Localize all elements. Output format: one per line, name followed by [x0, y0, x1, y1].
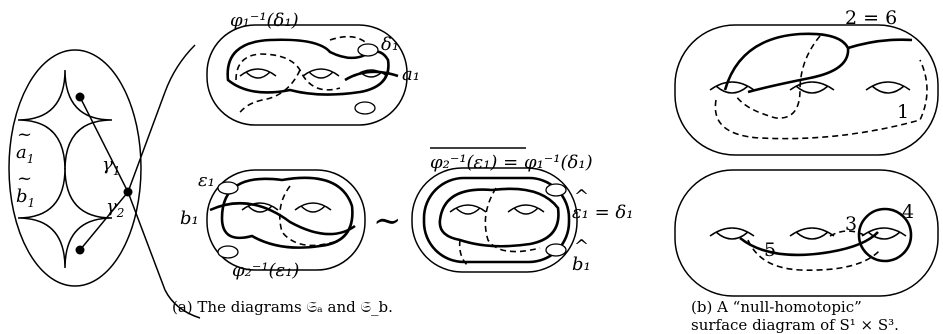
- top-surface-outline: [206, 24, 408, 126]
- br-b1-label: b₁: [572, 254, 591, 275]
- b-top-label-1: 1: [897, 101, 909, 123]
- top-disk-2: [354, 101, 376, 115]
- top-curve-dashed: [235, 53, 341, 91]
- bl-surface-outline: [206, 169, 366, 271]
- br-hole-2: [507, 204, 545, 215]
- top-hole-1: [239, 68, 277, 79]
- top-hole-2: [302, 68, 340, 79]
- b-bot-hole-1: [709, 227, 755, 240]
- b1-label: b1: [16, 186, 35, 210]
- br-disk-2: [545, 243, 567, 257]
- br-surface-outline-outer: [411, 167, 578, 273]
- a1-label: a1: [16, 142, 34, 166]
- b-bot-dashed-3: [829, 230, 867, 237]
- connector-top: [127, 91, 166, 193]
- bottom-left-surface-diagram: ε₁ b₁ φ₂⁻¹(ε₁): [180, 169, 366, 281]
- b-top-hole-1: [709, 81, 755, 94]
- br-curve-dashed: [484, 187, 541, 253]
- b-bot-hole-2: [789, 227, 835, 240]
- gamma1-label: γ1: [102, 154, 120, 178]
- bl-disk-2: [217, 245, 239, 259]
- gamma2-label: γ2: [106, 196, 124, 220]
- connector-bottom: [127, 191, 166, 291]
- lower-astroid: [17, 167, 113, 269]
- panel-b-top-surface: 2 = 6 1: [674, 7, 939, 156]
- b-top-label-2eq6: 2 = 6: [845, 7, 897, 29]
- br-b1-hat: ^: [574, 236, 589, 257]
- caption-b-line1: (b) A “null-homotopic”: [691, 298, 862, 316]
- a1-tilde: ~: [17, 124, 32, 145]
- equivalence-symbol: ∼: [373, 201, 402, 241]
- top-phi-label: φ₁⁻¹(δ₁): [230, 10, 299, 31]
- br-surface-outline-inner: [422, 176, 571, 264]
- b-top-hole-2: [789, 81, 835, 94]
- top-curve-dashed-2: [237, 69, 301, 116]
- b-top-dashed-curve: [735, 35, 821, 119]
- panel-b-bottom-surface: 5 3 4: [674, 169, 939, 297]
- bl-curve-dashed: [279, 185, 341, 247]
- connector-top-curve: [164, 44, 196, 93]
- br-equation-label: φ₂⁻¹(ε₁) = φ₁⁻¹(δ₁): [430, 152, 593, 173]
- br-epsilon-hat: ^: [574, 186, 589, 207]
- bl-epsilon1-label: ε₁: [198, 170, 215, 191]
- bl-curve-1: [220, 176, 354, 249]
- top-delta1-label: δ₁: [381, 34, 399, 55]
- br-hole-1: [449, 204, 487, 215]
- panel-a: a1 ~ b1 ~ γ1 γ2 φ₁⁻¹(δ₁) δ₁ a₁: [8, 10, 633, 319]
- upper-astroid: [17, 69, 113, 171]
- b-bot-hole-3: [861, 227, 907, 240]
- base-diagram: a1 ~ b1 ~ γ1 γ2: [8, 44, 201, 319]
- b-bot-label-4: 4: [902, 201, 914, 223]
- bl-hole-2: [294, 202, 332, 213]
- br-curve-dashed-2: [458, 239, 469, 267]
- bl-phi2-label: φ₂⁻¹(ε₁): [232, 260, 299, 281]
- b-bot-dashed-curve: [747, 239, 881, 271]
- bottom-right-surface-diagram: φ₂⁻¹(ε₁) = φ₁⁻¹(δ₁) ε₁ = δ₁ ^ b₁ ^: [411, 147, 633, 275]
- br-epsilon-label: ε₁ = δ₁: [572, 202, 633, 223]
- top-curve-a1: [344, 70, 399, 82]
- gamma2-edge: [79, 191, 129, 251]
- bl-curve-2: [209, 201, 356, 236]
- b-top-outline: [674, 24, 939, 156]
- top-surface-diagram: φ₁⁻¹(δ₁) δ₁ a₁: [206, 10, 420, 126]
- b-top-solid-curve: [723, 32, 850, 94]
- base-ellipse: [8, 49, 142, 287]
- b-bottom-outline: [674, 169, 939, 297]
- top-a1-label: a₁: [402, 64, 420, 85]
- b-top-solid-curve-2: [847, 38, 913, 50]
- b-top-hole-3: [865, 81, 911, 94]
- gamma1-edge: [79, 96, 129, 193]
- bl-hole-1: [241, 202, 279, 213]
- caption-a: (a) The diagrams 𝔖ₐ and 𝔖_b.: [172, 298, 393, 316]
- connector-bottom-curve: [164, 289, 201, 319]
- b-bot-solid-curve: [739, 231, 879, 257]
- caption-b-line2: surface diagram of S¹ × S³.: [691, 316, 899, 334]
- panel-b: 2 = 6 1 5 3 4 (b) A “null-homotopic” sur…: [674, 7, 939, 334]
- bl-b1-label: b₁: [180, 208, 199, 229]
- b-top-dashed-bottom: [714, 59, 928, 140]
- b1-tilde: ~: [17, 168, 32, 189]
- b-bot-circle-4: [857, 207, 913, 263]
- b-bot-label-3: 3: [845, 213, 857, 235]
- top-disk-1: [357, 43, 379, 57]
- br-disk-1: [545, 183, 567, 197]
- br-curve-1: [438, 187, 560, 248]
- b-bot-label-5: 5: [764, 239, 776, 261]
- bl-disk-1: [217, 181, 239, 195]
